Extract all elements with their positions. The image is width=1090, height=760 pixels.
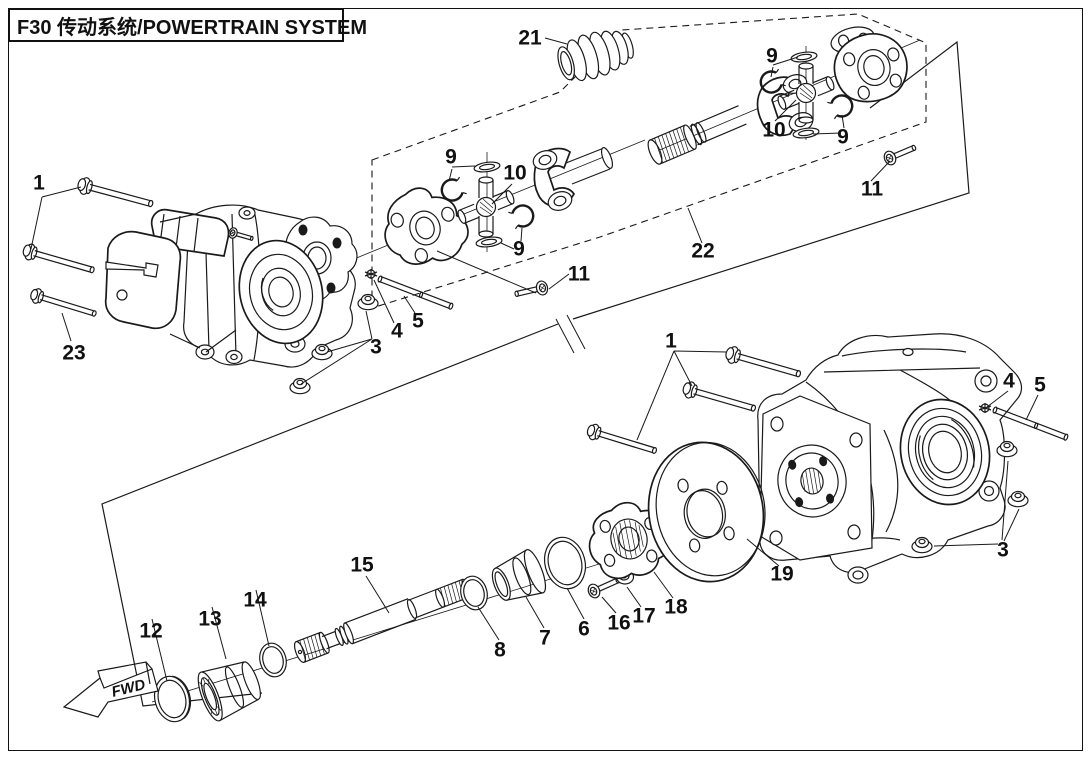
seal-ring-8: [457, 573, 491, 613]
rear-propshaft: [645, 72, 815, 166]
front-propshaft-yoke: [531, 146, 615, 213]
seal-ring-14: [256, 640, 290, 680]
driveshaft-boot: [553, 23, 638, 87]
rear-gearcase: [758, 334, 1022, 583]
rear-flange-yoke: [825, 17, 914, 109]
leader-lines: [31, 38, 1038, 681]
seal-ring-6: [539, 533, 591, 594]
page-border: [8, 8, 1083, 751]
brake-disc-19: [638, 433, 777, 591]
front-gearcase: [106, 205, 357, 367]
page-title: F30 传动系统/POWERTRAIN SYSTEM: [17, 16, 368, 39]
break-symbol: [556, 315, 585, 353]
title-block: F30 传动系统/POWERTRAIN SYSTEM: [8, 8, 367, 42]
bushing-7: [487, 547, 550, 608]
oring-12: [150, 672, 196, 726]
coupler-sleeve-13: [193, 654, 266, 723]
fwd-direction-arrow: FWD: [64, 662, 158, 717]
rear-drive-shaft-15: [292, 573, 483, 664]
flange-bolt-right: [881, 140, 919, 168]
front-ujoint-flange: [373, 177, 474, 275]
